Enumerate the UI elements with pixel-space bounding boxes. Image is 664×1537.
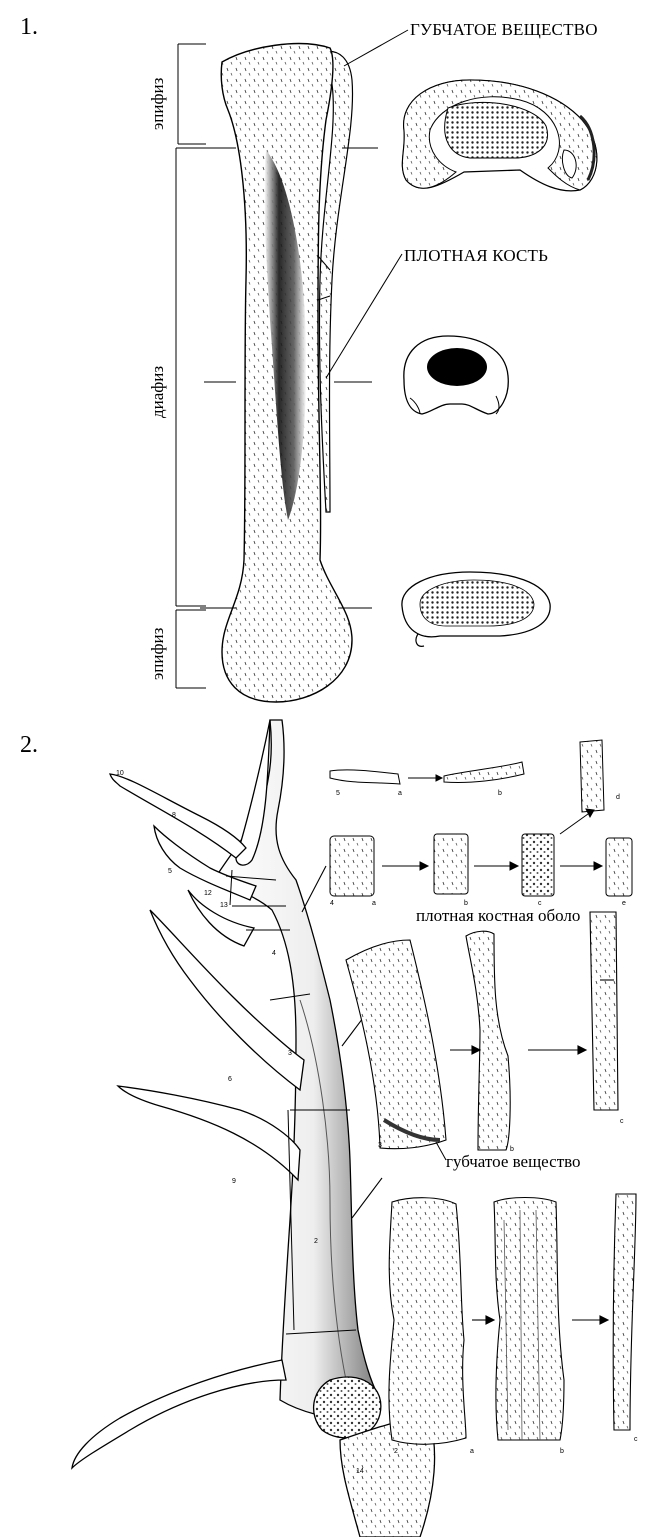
piece-letter: a <box>372 900 376 907</box>
piece-row-b <box>330 809 632 896</box>
segment-number: 14 <box>356 1468 364 1475</box>
piece-letter: c <box>634 1436 638 1443</box>
figure-2-number: 2. <box>20 732 38 759</box>
piece-letter: b <box>560 1448 564 1455</box>
bracket-epiphysis-bottom <box>176 610 206 688</box>
segment-number: 9 <box>232 1178 236 1185</box>
piece-row-d <box>389 1194 636 1444</box>
piece-letter: 4 <box>330 900 334 907</box>
label-epiphysis-top: эпифиз <box>148 78 168 130</box>
piece-row-c <box>346 912 618 1150</box>
bracket-diaphysis <box>176 148 206 606</box>
segment-number: 10 <box>116 770 124 777</box>
label-diaphysis: диафиз <box>148 366 168 418</box>
piece-letter: 3 <box>378 1142 382 1149</box>
bracket-epiphysis-top <box>178 44 206 144</box>
label-compact-bone: ПЛОТНАЯ КОСТЬ <box>404 246 548 266</box>
figure-1-number: 1. <box>20 14 38 41</box>
piece-letter: b <box>510 1146 514 1153</box>
piece-letter: b <box>464 900 468 907</box>
piece-row-a <box>330 740 604 812</box>
segment-number: 4 <box>272 950 276 957</box>
long-bone-drawing <box>221 44 352 702</box>
piece-letter: 5 <box>336 790 340 797</box>
piece-letter: c <box>620 1118 624 1125</box>
label-epiphysis-bottom: эпифиз <box>148 628 168 680</box>
piece-letter: a <box>470 1448 474 1455</box>
label-spongy-substance-2: губчатое вещество <box>446 1152 581 1172</box>
segment-number: 12 <box>204 890 212 897</box>
piece-letter: d <box>616 794 620 801</box>
piece-letter: e <box>622 900 626 907</box>
segment-number: 3 <box>288 1050 292 1057</box>
piece-letter: 2 <box>394 1448 398 1455</box>
cross-section-lower <box>402 572 550 646</box>
piece-letter: b <box>498 790 502 797</box>
label-pointers-fig2 <box>436 1142 446 1160</box>
segment-number: 8 <box>172 812 176 819</box>
cross-section-upper <box>402 80 596 191</box>
segment-number: 6 <box>228 1076 232 1083</box>
segment-number: 5 <box>168 868 172 875</box>
piece-letter: a <box>398 790 402 797</box>
piece-letter: c <box>538 900 542 907</box>
label-spongy-substance: ГУБЧАТОЕ ВЕЩЕСТВО <box>410 20 598 40</box>
label-compact-shell: плотная костная оболо <box>416 906 580 926</box>
segment-number: 2 <box>314 1238 318 1245</box>
cross-section-middle <box>404 336 508 414</box>
segment-number: 13 <box>220 902 228 909</box>
